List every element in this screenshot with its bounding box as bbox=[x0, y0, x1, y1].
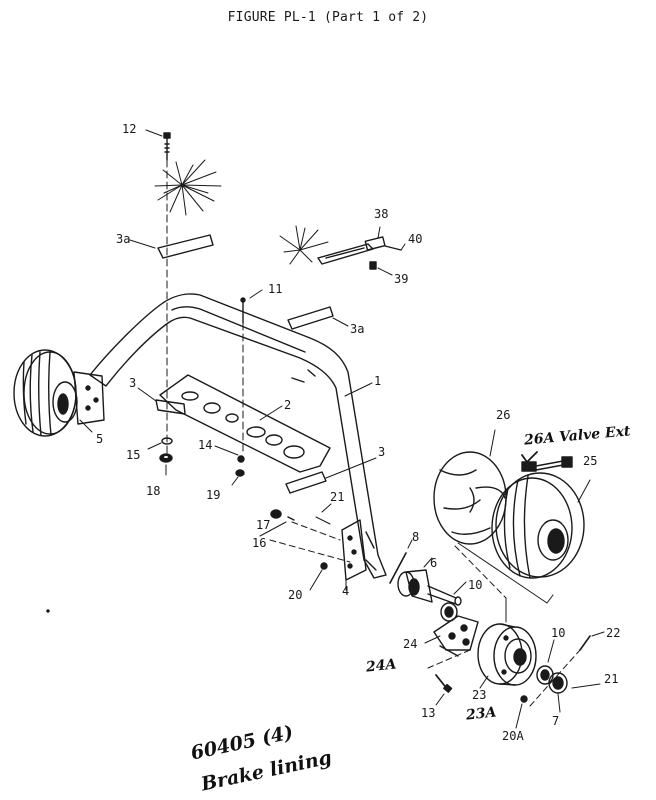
bolt-part-12 bbox=[163, 132, 171, 161]
handwritten-23a: 23A bbox=[465, 704, 498, 724]
callout-15: 15 bbox=[126, 448, 141, 462]
callout-21-upper: 21 bbox=[330, 490, 345, 504]
callout-5: 5 bbox=[96, 432, 104, 446]
callout-4: 4 bbox=[342, 584, 350, 598]
torque-plate-part-2 bbox=[159, 374, 331, 473]
tire-part-25 bbox=[491, 472, 585, 579]
bolt-part-11 bbox=[240, 297, 246, 324]
pin-part-39 bbox=[369, 261, 377, 270]
callout-21-lower: 21 bbox=[604, 672, 619, 686]
callout-1: 1 bbox=[374, 374, 382, 388]
callout-18: 18 bbox=[146, 484, 161, 498]
plate-part-3a-top bbox=[157, 234, 214, 259]
starburst-mark-center bbox=[279, 225, 329, 265]
callout-40: 40 bbox=[408, 232, 423, 246]
cotter-pin-part-8 bbox=[389, 552, 407, 584]
callout-13: 13 bbox=[421, 706, 436, 720]
callout-12: 12 bbox=[122, 122, 137, 136]
plate-part-3-right bbox=[285, 471, 327, 494]
callout-38: 38 bbox=[374, 207, 389, 221]
figure-title: FIGURE PL-1 (Part 1 of 2) bbox=[227, 10, 429, 25]
spindle-part-6 bbox=[397, 569, 462, 606]
wheel-hub-part-23 bbox=[477, 623, 537, 686]
callout-39: 39 bbox=[394, 272, 409, 286]
axle-nut-part-7 bbox=[548, 672, 568, 694]
wheel-assembly-part-5 bbox=[13, 349, 105, 437]
callout-25: 25 bbox=[583, 454, 598, 468]
washer-part-14 bbox=[237, 455, 245, 463]
starburst-mark-upper bbox=[154, 159, 222, 216]
washer-part-15 bbox=[161, 437, 173, 445]
callout-3a-right: 3a bbox=[350, 322, 365, 336]
callout-24: 24 bbox=[403, 637, 418, 651]
nut-part-20a bbox=[520, 695, 528, 703]
callout-2: 2 bbox=[284, 398, 292, 412]
callout-7: 7 bbox=[552, 714, 560, 728]
valve-extension-part-26a bbox=[521, 451, 573, 472]
callout-26: 26 bbox=[496, 408, 511, 422]
nut-part-17 bbox=[270, 509, 282, 519]
callout-3-left: 3 bbox=[129, 376, 137, 390]
callout-10-upper: 10 bbox=[468, 578, 483, 592]
callout-10-lower: 10 bbox=[551, 626, 566, 640]
callout-8: 8 bbox=[412, 530, 420, 544]
callout-20: 20 bbox=[288, 588, 303, 602]
hinge-part-38 bbox=[317, 226, 386, 265]
callout-22: 22 bbox=[606, 626, 621, 640]
plate-part-3a-right bbox=[287, 306, 334, 330]
callout-23: 23 bbox=[472, 688, 487, 702]
nut-part-20 bbox=[320, 562, 328, 570]
nut-part-19 bbox=[235, 469, 245, 477]
bearing-part-10-upper bbox=[440, 602, 458, 622]
handwritten-24a: 24A bbox=[365, 656, 398, 676]
callout-3a-top: 3a bbox=[116, 232, 131, 246]
bearing-part-10-lower bbox=[536, 665, 554, 685]
nut-part-18 bbox=[159, 453, 173, 463]
callout-3-right: 3 bbox=[378, 445, 386, 459]
callout-17: 17 bbox=[256, 518, 271, 532]
callout-14: 14 bbox=[198, 438, 213, 452]
callout-19: 19 bbox=[206, 488, 221, 502]
brake-assembly-part-24 bbox=[433, 615, 479, 657]
callout-16: 16 bbox=[252, 536, 267, 550]
callout-11: 11 bbox=[268, 282, 283, 296]
bolt-part-13 bbox=[435, 674, 453, 693]
plate-part-3-left bbox=[155, 399, 186, 415]
bracket-part-4 bbox=[341, 519, 377, 581]
callout-6: 6 bbox=[430, 556, 438, 570]
callout-20a: 20A bbox=[502, 729, 524, 743]
axle-beam-part-1 bbox=[89, 293, 387, 579]
cotter-pin-part-22 bbox=[579, 635, 591, 651]
inner-tube-part-26 bbox=[433, 451, 507, 545]
